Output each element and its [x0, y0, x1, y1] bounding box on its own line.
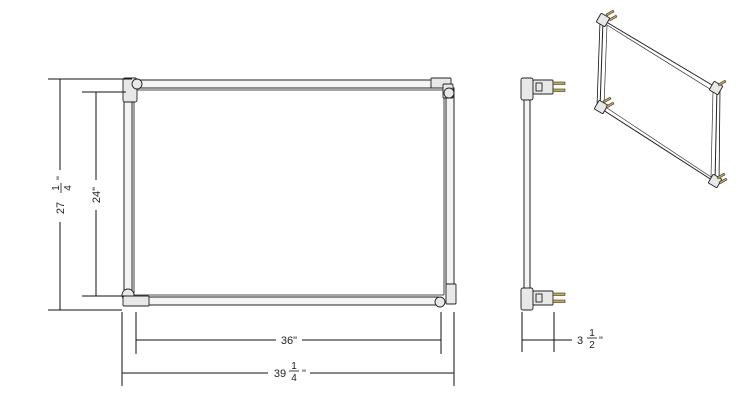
iso-connector-bottom-left [594, 96, 615, 114]
outer-width-unit: " [302, 368, 306, 380]
iso-connector-top-left [596, 9, 618, 27]
dimension-inner-height: 24" [82, 91, 126, 297]
front-corner-bottom-left [121, 288, 150, 307]
outer-height-numerator: 1 [51, 185, 62, 191]
iso-connector-bottom-right [708, 172, 728, 188]
dimension-outer-height: 27 1 4 " [48, 78, 132, 311]
outer-height-denominator: 4 [63, 185, 74, 191]
side-connector-top [520, 77, 566, 101]
inner-width-label: 36" [281, 335, 297, 347]
front-bottom-rod [125, 296, 439, 306]
dimension-depth: 3 1 2 " [521, 312, 603, 352]
outer-width-denominator: 4 [291, 373, 297, 384]
outer-height-whole: 27 [55, 202, 67, 214]
depth-denominator: 2 [589, 340, 595, 351]
front-corner-top-left [122, 77, 143, 103]
front-corner-top-right [430, 77, 455, 99]
depth-unit: " [599, 335, 603, 347]
outer-width-numerator: 1 [291, 361, 297, 372]
depth-numerator: 1 [589, 328, 595, 339]
side-connector-bottom [520, 287, 566, 311]
isometric-view [594, 9, 728, 188]
front-right-rod [445, 87, 455, 299]
inner-height-label: 24" [91, 187, 103, 203]
depth-whole: 3 [577, 335, 583, 347]
front-left-rod [123, 87, 133, 299]
front-view: 27 1 4 " 24" 36" [48, 77, 457, 386]
side-rod [523, 95, 531, 293]
outer-height-unit: " [55, 176, 67, 180]
side-view: 3 1 2 " [520, 77, 603, 352]
outer-width-whole: 39 [274, 368, 286, 380]
dimension-inner-width: 36" [135, 312, 442, 354]
front-top-rod [133, 79, 447, 89]
front-corner-bottom-right [434, 283, 457, 308]
dimension-outer-width: 39 1 4 " [121, 312, 455, 386]
iso-connector-top-right [709, 79, 727, 95]
